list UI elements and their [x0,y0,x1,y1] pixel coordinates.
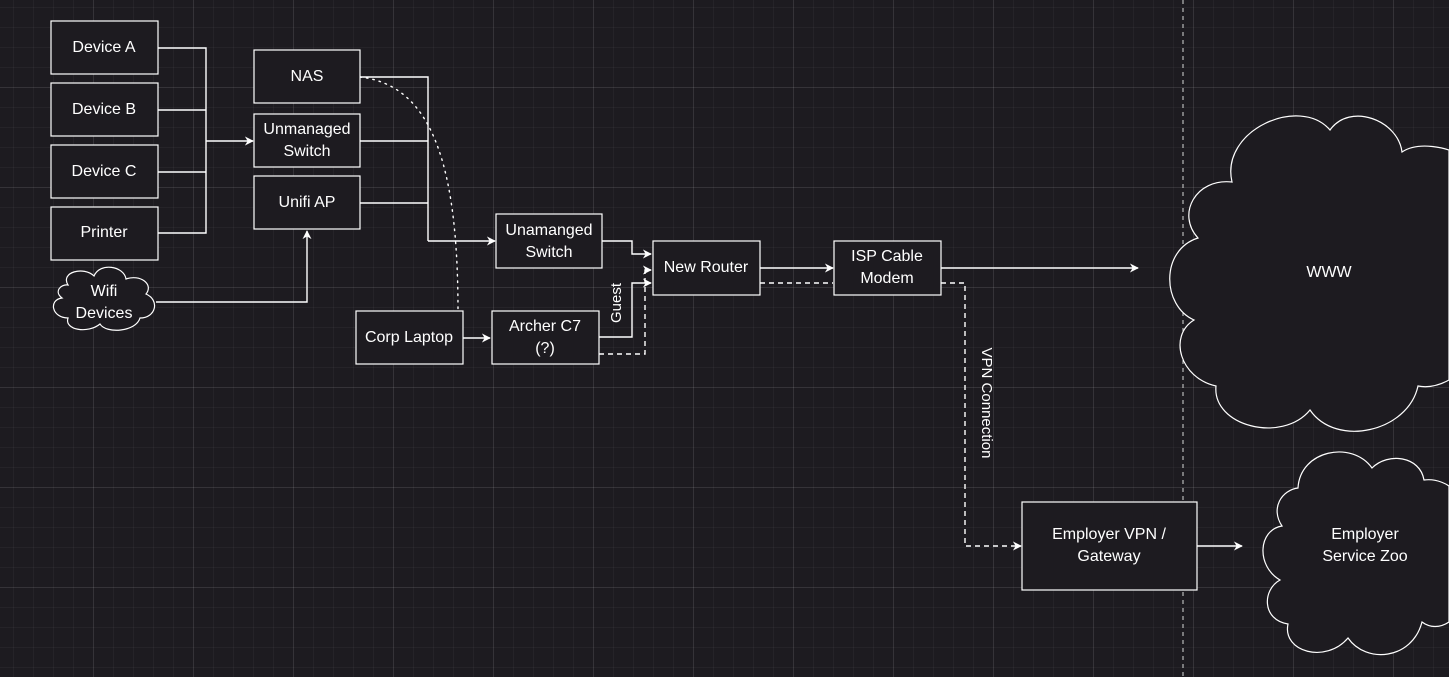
archer-c7-label-line-1: Archer C7 [509,318,581,335]
edge-unamanged-switch-to-router [602,240,652,259]
node-www-cloud[interactable]: WWW [1169,115,1449,432]
node-archer-c7[interactable]: Archer C7 (?) [491,310,600,365]
unmanaged-switch-label-line-2: Switch [283,143,330,160]
node-wifi-devices[interactable]: Wifi Devices [52,266,156,331]
edges [156,47,1243,551]
isp-cable-modem-label-line-1: ISP Cable [851,248,923,265]
node-nas[interactable]: NAS [253,49,361,104]
node-device-a[interactable]: Device A [50,20,159,75]
edge-nas-bus [360,76,429,241]
edge-wifi-to-unifi-ap [156,230,312,303]
vpn-connection-edge-label: VPN Connection [978,348,995,459]
guest-edge-label: Guest [608,282,625,323]
wifi-devices-label-line-1: Wifi [91,283,118,300]
device-b-label: Device B [72,101,136,118]
node-printer[interactable]: Printer [50,206,159,261]
node-unamanged-switch[interactable]: Unamanged Switch [495,213,603,269]
edge-modem-vpn-to-gateway [941,282,1022,551]
node-employer-vpn-gateway[interactable]: Employer VPN / Gateway [1021,501,1198,591]
device-c-label: Device C [72,163,137,180]
node-unifi-ap[interactable]: Unifi AP [253,175,361,230]
node-device-c[interactable]: Device C [50,144,159,199]
node-isp-cable-modem[interactable]: ISP Cable Modem [833,240,942,296]
employer-service-zoo-label-line-2: Service Zoo [1322,548,1407,565]
edge-archer-dashed-to-router [599,265,652,355]
node-unmanaged-switch[interactable]: Unmanaged Switch [253,113,361,168]
unamanged-switch-label-line-1: Unamanged [505,222,592,239]
employer-vpn-gateway-label-line-2: Gateway [1077,548,1140,565]
corp-laptop-label: Corp Laptop [365,329,453,346]
unmanaged-switch-label-line-1: Unmanaged [263,121,350,138]
employer-service-zoo-label-line-1: Employer [1331,526,1399,543]
node-employer-service-zoo-cloud[interactable]: Employer Service Zoo [1262,451,1449,656]
node-device-b[interactable]: Device B [50,82,159,137]
archer-c7-label-line-2: (?) [535,340,555,357]
edge-nas-corp-laptop-dotted [359,76,459,312]
edge-device-a-bus [158,47,207,141]
unifi-ap-label: Unifi AP [279,194,336,211]
printer-label: Printer [80,224,128,241]
employer-vpn-gateway-label-line-1: Employer VPN / [1052,526,1166,543]
node-new-router[interactable]: New Router [652,240,761,296]
wifi-devices-label-line-2: Devices [76,305,133,322]
node-corp-laptop[interactable]: Corp Laptop [355,310,464,365]
isp-cable-modem-label-line-2: Modem [860,270,913,287]
nas-label: NAS [291,68,324,85]
unamanged-switch-label-line-2: Switch [525,244,572,261]
new-router-label: New Router [664,259,749,276]
edge-archer-guest-to-router [599,278,652,338]
www-label: WWW [1306,264,1352,281]
device-a-label: Device A [72,39,135,56]
edge-printer-bus [158,141,207,234]
